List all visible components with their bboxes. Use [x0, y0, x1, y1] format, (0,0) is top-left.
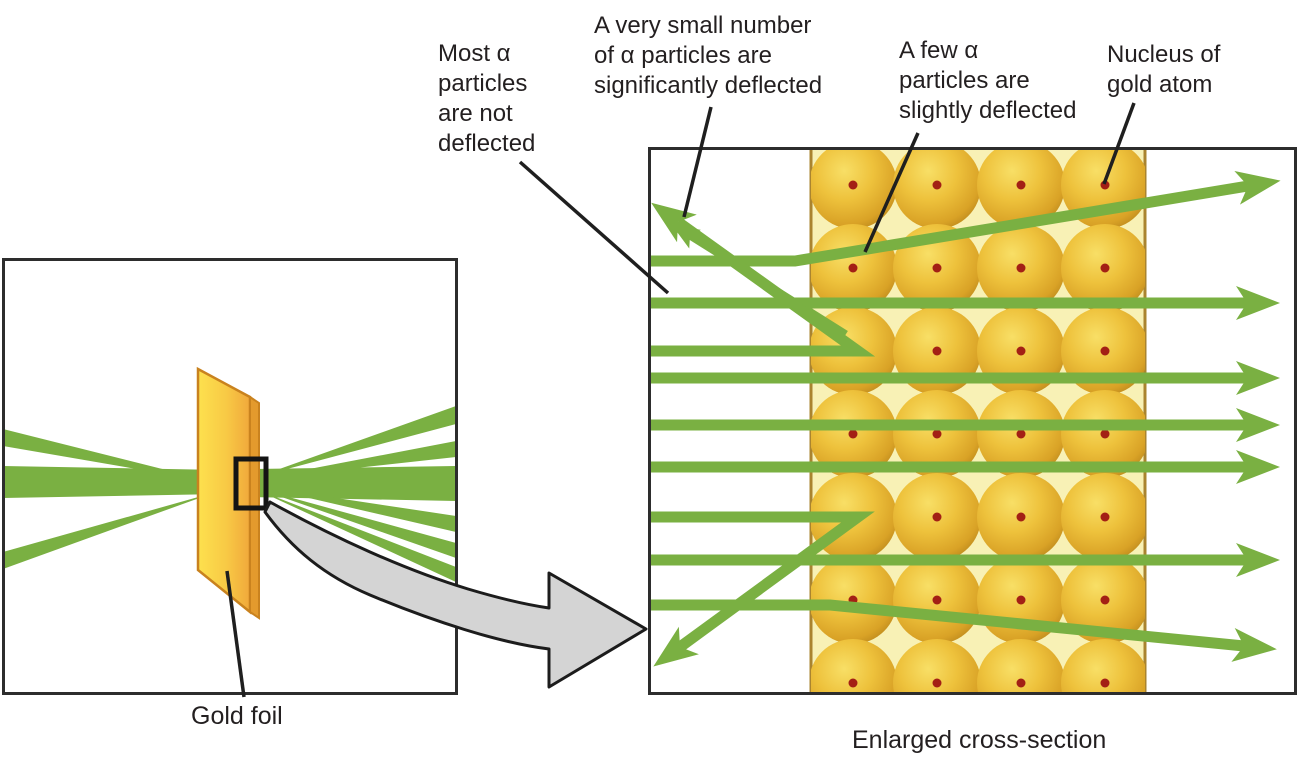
left-panel-border: [2, 258, 458, 695]
gold-atom: [893, 639, 981, 693]
label-nucleus-line: gold atom: [1107, 71, 1212, 98]
gold-nucleus: [932, 180, 942, 190]
gold-foil-front: [196, 366, 252, 615]
significantly-deflected-top: [651, 202, 876, 357]
gold-nucleus: [932, 678, 942, 688]
gold-nucleus: [1100, 429, 1110, 439]
label-few-alpha-line: slightly deflected: [899, 97, 1076, 124]
label-enlarged-cross-section: Enlarged cross-section: [852, 726, 1106, 754]
gold-nucleus: [848, 678, 858, 688]
gold-nucleus: [1100, 595, 1110, 605]
gold-nucleus: [932, 346, 942, 356]
gold-nucleus: [932, 429, 942, 439]
incident-beam-lower: [3, 492, 216, 569]
scattered-beam-down-3: [255, 489, 456, 582]
gold-nucleus: [848, 180, 858, 190]
gold-nucleus: [1016, 263, 1026, 273]
gold-nucleus: [1100, 263, 1110, 273]
label-most-alpha-line: are not: [438, 100, 513, 127]
gold-atom: [811, 639, 897, 693]
label-nucleus-line: Nucleus of: [1107, 41, 1221, 68]
pointer-nucleus: [1102, 102, 1136, 185]
label-very-small-number: A very small number of α particles are s…: [594, 12, 822, 99]
scattered-beam-down-1: [257, 486, 456, 532]
gold-nucleus: [1016, 180, 1026, 190]
scattered-beam-up-2: [257, 406, 456, 477]
gold-nucleus: [1016, 595, 1026, 605]
right-panel-border: [648, 147, 1297, 695]
scattered-beam-up-1: [257, 441, 456, 479]
label-very-small-line: of α particles are: [594, 42, 772, 69]
pointer-very-small: [682, 106, 713, 218]
labels: Most α particles are not deflected A ver…: [191, 12, 1221, 754]
pointer-lines: [225, 102, 1136, 698]
gold-nucleus: [932, 512, 942, 522]
incident-beam-upper: [3, 429, 218, 483]
label-few-alpha-line: A few α: [899, 37, 978, 64]
gold-nucleus: [1016, 346, 1026, 356]
incident-beam-main: [3, 466, 222, 498]
label-gold-foil: Gold foil: [191, 702, 283, 730]
gold-atom: [811, 150, 897, 229]
gold-nucleus: [1016, 512, 1026, 522]
gold-atom: [977, 639, 1065, 693]
label-few-alpha: A few α particles are slightly deflected: [899, 37, 1076, 124]
label-very-small-line: A very small number: [594, 12, 811, 39]
scattered-beam-down-2: [256, 488, 456, 558]
gold-nucleus: [1100, 678, 1110, 688]
label-few-alpha-line: particles are: [899, 67, 1030, 94]
slightly-deflected-bottom: [651, 599, 1277, 662]
gold-nucleus: [1100, 512, 1110, 522]
alpha-particle-arrows: [651, 171, 1281, 667]
left-panel: [2, 258, 458, 695]
gold-nucleus: [1016, 429, 1026, 439]
gold-atom: [1061, 639, 1145, 693]
label-most-alpha-line: Most α: [438, 40, 511, 67]
magnify-arrow: [263, 500, 648, 689]
gold-nucleus: [932, 263, 942, 273]
label-most-alpha-line: deflected: [438, 130, 535, 157]
gold-nucleus: [1016, 678, 1026, 688]
transmitted-beam-main: [250, 466, 456, 501]
label-most-alpha-line: particles: [438, 70, 527, 97]
zoom-region-rect: [233, 456, 269, 511]
label-nucleus: Nucleus of gold atom: [1107, 41, 1221, 98]
gold-nucleus: [848, 429, 858, 439]
label-most-alpha: Most α particles are not deflected: [438, 40, 535, 157]
gold-nucleus: [1100, 346, 1110, 356]
alpha-beams: [3, 406, 456, 582]
label-very-small-line: significantly deflected: [594, 72, 822, 99]
gold-nucleus: [932, 595, 942, 605]
gold-nucleus: [848, 263, 858, 273]
pointer-few-alpha: [863, 132, 920, 253]
pointer-gold-foil: [225, 570, 246, 698]
right-panel: [648, 147, 1297, 695]
pointer-most-alpha: [518, 160, 670, 295]
